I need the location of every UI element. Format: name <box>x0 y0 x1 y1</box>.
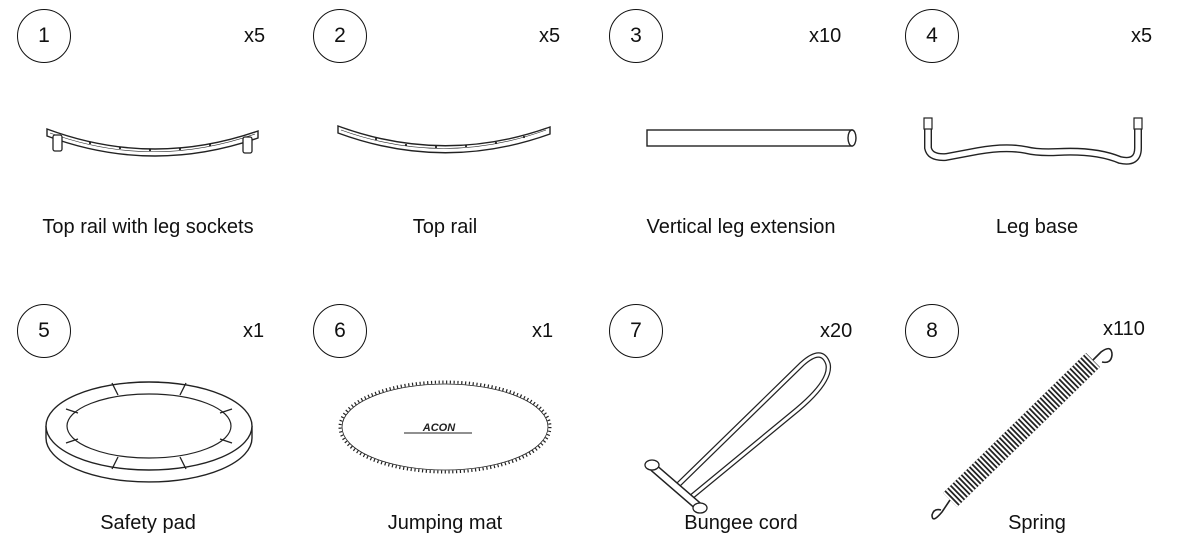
part-quantity: x1 <box>532 320 554 342</box>
part-number-badge: 7 <box>609 304 663 358</box>
coil-spring-icon <box>931 347 1113 520</box>
part-number-badge: 1 <box>17 9 71 63</box>
part-card-2: 2 x5 Top rail <box>296 0 592 272</box>
part-number-badge: 8 <box>905 304 959 358</box>
part-label: Spring <box>1008 512 1066 534</box>
part-quantity: x5 <box>539 25 561 47</box>
part-label: Top rail with leg sockets <box>42 216 254 238</box>
part-number-badge: 2 <box>313 9 367 63</box>
part-card-3: 3 x10 Vertical leg extension <box>592 0 888 272</box>
part-quantity: x10 <box>809 25 842 47</box>
part-card-4: 4 x5 Leg base <box>888 0 1182 272</box>
part-label: Safety pad <box>100 512 196 534</box>
curved-rail-icon <box>337 124 551 154</box>
part-label: Vertical leg extension <box>646 216 836 238</box>
part-number-badge: 5 <box>17 304 71 358</box>
round-jumping-mat-icon: ACON <box>338 380 552 474</box>
bent-leg-base-icon <box>923 117 1143 165</box>
part-card-7: 7 x20 Bungee cord <box>592 272 888 544</box>
bungee-loop-icon <box>644 352 832 514</box>
part-quantity: x5 <box>1131 25 1153 47</box>
part-quantity: x5 <box>244 25 266 47</box>
round-safety-pad-icon <box>45 381 253 483</box>
straight-tube-icon <box>646 129 857 147</box>
part-card-6: 6 x1 ACON Jumping mat <box>296 272 592 544</box>
part-label: Top rail <box>412 216 478 238</box>
curved-rail-with-sockets-icon <box>46 127 259 157</box>
part-label: Jumping mat <box>387 512 503 534</box>
part-number-badge: 6 <box>313 304 367 358</box>
part-quantity: x1 <box>243 320 265 342</box>
part-quantity: x20 <box>820 320 853 342</box>
part-number-badge: 3 <box>609 9 663 63</box>
mat-brand-logo: ACON <box>422 422 456 434</box>
part-label: Bungee cord <box>684 512 798 534</box>
part-number-badge: 4 <box>905 9 959 63</box>
part-quantity: x110 <box>1103 318 1145 340</box>
part-card-8: 8 x110 Spring <box>888 272 1182 544</box>
part-card-1: 1 x5 Top rail with leg sockets <box>0 0 296 272</box>
part-label: Leg base <box>995 216 1079 238</box>
part-card-5: 5 x1 Safety pad <box>0 272 296 544</box>
